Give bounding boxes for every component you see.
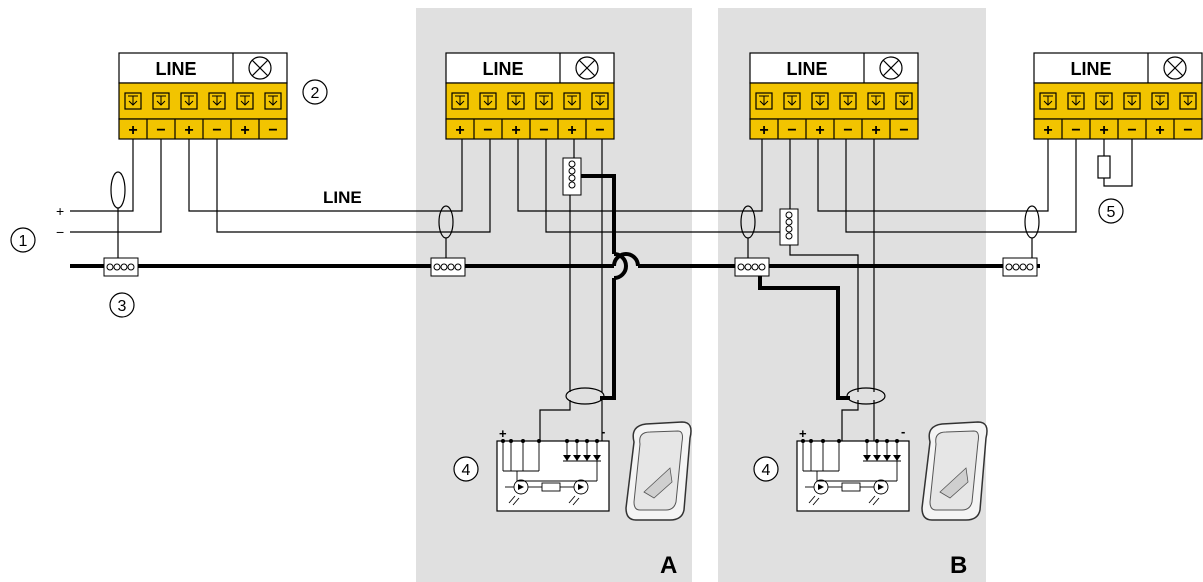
- terminal-block-3: LINE + − + − + −: [749, 52, 919, 140]
- area-b-label: B: [950, 552, 967, 579]
- polarity-6: −: [899, 122, 908, 139]
- detector-circuit-a: + -: [496, 424, 610, 512]
- callout-4a: 4: [453, 456, 479, 482]
- device-icon: [625, 421, 692, 521]
- polarity-1: +: [455, 122, 464, 139]
- screw-terminals: [124, 92, 282, 110]
- lamp-icon: [248, 56, 272, 80]
- lamp-icon: [575, 56, 599, 80]
- wires: [70, 139, 1133, 441]
- polarity-3: +: [511, 122, 520, 139]
- polarity-5: +: [1155, 122, 1164, 139]
- polarity-4: −: [539, 122, 548, 139]
- device-icon: [921, 421, 988, 521]
- callout-1: 1: [10, 227, 36, 253]
- svg-text:5: 5: [1107, 204, 1116, 221]
- area-a-label: A: [660, 552, 677, 579]
- terminal-block-2: LINE + − + − + −: [445, 52, 615, 140]
- supply-plus: +: [56, 203, 64, 219]
- polarity-2: −: [156, 122, 165, 139]
- lamp-icon: [879, 56, 903, 80]
- callout-3: 3: [109, 292, 135, 318]
- svg-text:4: 4: [762, 462, 771, 479]
- polarity-1: +: [1043, 122, 1052, 139]
- shield-bus: [70, 174, 1040, 400]
- screw-terminals: [1039, 92, 1197, 110]
- polarity-2: −: [483, 122, 492, 139]
- detector-minus: -: [901, 424, 905, 439]
- line-label: LINE: [1070, 59, 1111, 79]
- polarity-6: −: [268, 122, 277, 139]
- svg-text:2: 2: [311, 85, 320, 102]
- polarity-6: −: [1183, 122, 1192, 139]
- bus-label: LINE: [323, 188, 362, 207]
- detector-plus: +: [499, 426, 507, 441]
- screw-terminals: [451, 92, 609, 110]
- callout-2: 2: [302, 79, 328, 105]
- detector-plus: +: [799, 426, 807, 441]
- polarity-3: +: [184, 122, 193, 139]
- polarity-2: −: [787, 122, 796, 139]
- terminal-block-1: LINE + − + − + −: [118, 52, 288, 140]
- wire-bundle-loop: [110, 171, 126, 209]
- callout-4b: 4: [753, 456, 779, 482]
- polarity-4: −: [843, 122, 852, 139]
- polarity-4: −: [212, 122, 221, 139]
- polarity-6: −: [595, 122, 604, 139]
- polarity-3: +: [1099, 122, 1108, 139]
- polarity-1: +: [759, 122, 768, 139]
- polarity-4: −: [1127, 122, 1136, 139]
- detector-minus: -: [601, 424, 605, 439]
- terminal-block-4: LINE + − + − + −: [1033, 52, 1203, 140]
- callout-5: 5: [1098, 198, 1124, 224]
- polarity-3: +: [815, 122, 824, 139]
- screw-terminals: [755, 92, 913, 110]
- polarity-2: −: [1071, 122, 1080, 139]
- svg-text:1: 1: [19, 233, 28, 250]
- polarity-5: +: [871, 122, 880, 139]
- lamp-icon: [1163, 56, 1187, 80]
- polarity-5: +: [240, 122, 249, 139]
- detector-circuit-b: + -: [796, 424, 910, 512]
- line-label: LINE: [482, 59, 523, 79]
- svg-text:4: 4: [462, 462, 471, 479]
- polarity-1: +: [128, 122, 137, 139]
- line-label: LINE: [155, 59, 196, 79]
- svg-text:3: 3: [118, 298, 127, 315]
- polarity-5: +: [567, 122, 576, 139]
- line-label: LINE: [786, 59, 827, 79]
- connector-blocks: [103, 157, 1038, 277]
- supply-minus: −: [56, 224, 64, 240]
